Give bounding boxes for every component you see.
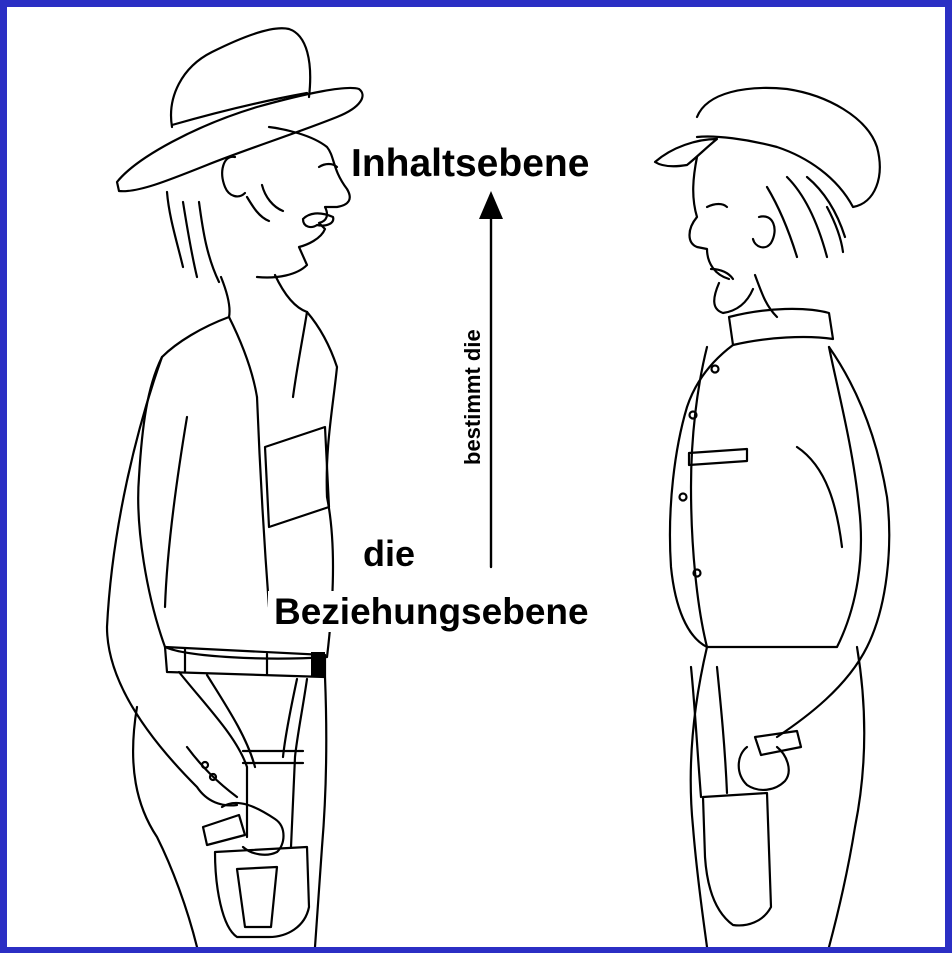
capman-face	[690, 157, 730, 279]
cowboy-mustache	[303, 213, 333, 227]
cowboy-belt-buckle	[311, 652, 325, 676]
cowboy-cuff-button-1	[202, 762, 208, 768]
illustration-frame: Inhaltsebene bestimmt die die Beziehungs…	[7, 7, 945, 947]
cowboy-holster	[215, 847, 309, 937]
cowboy-holster-flap	[237, 867, 277, 927]
capman-button-1	[712, 366, 719, 373]
capman-gun	[755, 731, 801, 755]
right-man-figure	[655, 88, 889, 947]
relation-level-label: Beziehungsebene	[268, 591, 595, 632]
cowboy-ear	[222, 157, 245, 197]
cowboy-pocket	[265, 427, 329, 527]
capman-button-4	[694, 570, 701, 577]
cowboy-hat-band	[172, 93, 307, 125]
arrow-head	[479, 191, 503, 219]
capman-button-2	[690, 412, 697, 419]
capman-collar	[729, 309, 833, 345]
arrow-label: bestimmt die	[462, 329, 484, 465]
cowboy-hat-brim	[117, 88, 363, 191]
capman-eye	[707, 204, 727, 207]
capman-ear	[753, 216, 775, 247]
capman-button-3	[680, 494, 687, 501]
cap-crown	[697, 88, 880, 207]
cowboy-gun-grip	[203, 815, 245, 845]
cowboy-hair	[167, 185, 283, 282]
cowboy-legs	[133, 677, 326, 947]
capman-arm	[777, 347, 889, 737]
cap-visor	[655, 139, 717, 166]
cowboy-belt-loop	[185, 649, 267, 675]
cowboy-belt	[165, 647, 325, 677]
cowboy-hand	[222, 803, 284, 855]
relation-level-article: die	[359, 536, 419, 572]
cowboy-vest-collar	[229, 312, 307, 397]
capman-holster-strap	[717, 667, 727, 793]
content-level-label: Inhaltsebene	[347, 144, 593, 183]
left-man-figure	[107, 28, 363, 947]
capman-holster	[703, 793, 771, 925]
cowboy-arm	[107, 357, 237, 805]
cowboy-neck	[221, 275, 307, 317]
capman-beard	[714, 177, 845, 317]
cowboy-cuff	[187, 747, 237, 797]
capman-breast-pocket	[689, 449, 747, 465]
